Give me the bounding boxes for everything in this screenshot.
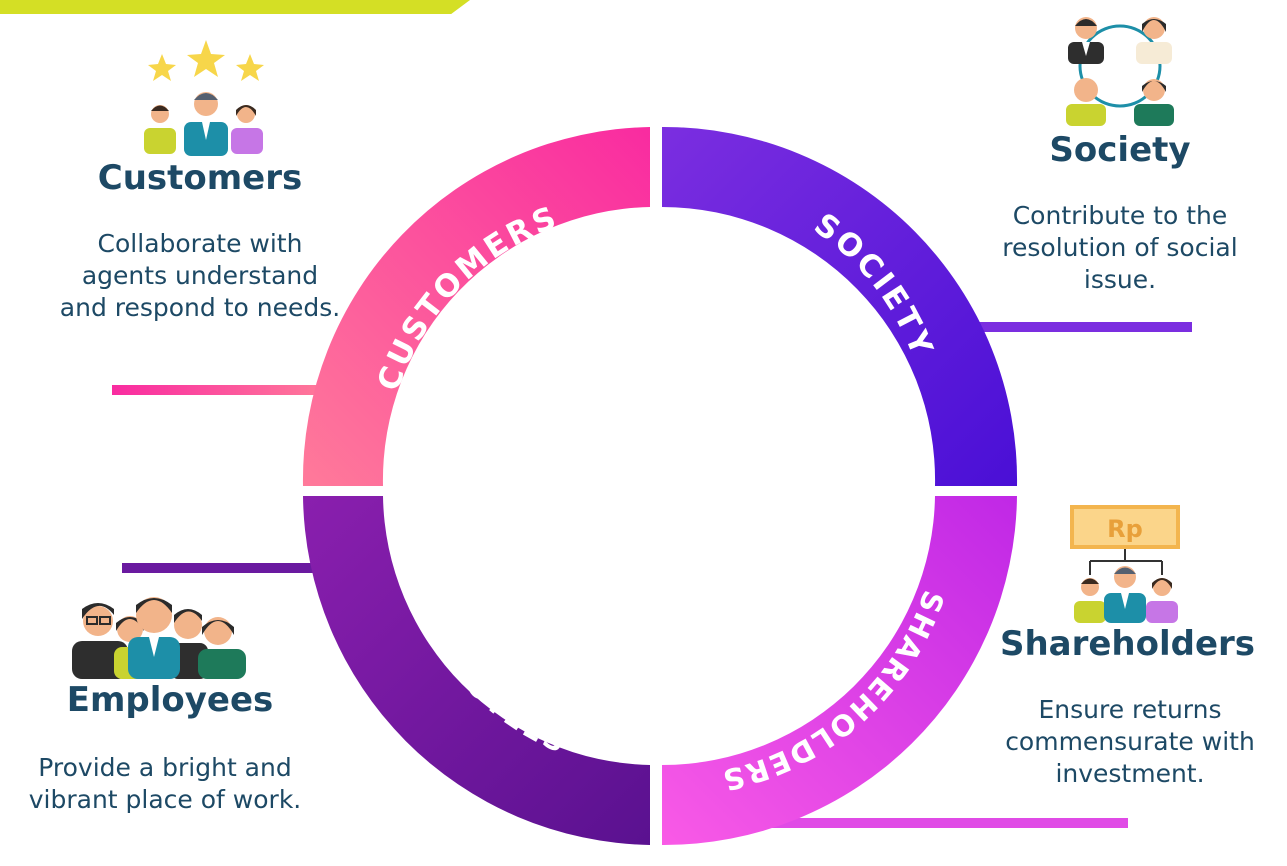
stars-people-icon: [144, 40, 264, 156]
employees-connector-line: [122, 563, 317, 573]
customers-connector-line: [112, 385, 327, 395]
employees-segment: [303, 496, 650, 845]
society-segment: [662, 126, 1018, 486]
rp-label: Rp: [1107, 515, 1143, 543]
customers-segment: [302, 127, 650, 486]
employees-group-icon: [72, 597, 246, 679]
shareholders-connector-line: [760, 818, 1128, 828]
employees-title: Employees: [66, 680, 274, 720]
shareholders-segment: [662, 496, 1017, 846]
employees-description: Provide a bright and vibrant place of wo…: [28, 753, 302, 814]
society-connector-line: [930, 322, 1192, 332]
accent-bar: [0, 0, 470, 14]
customers-title: Customers: [97, 158, 303, 198]
customers-description: Collaborate with agents understand and r…: [59, 229, 341, 322]
shareholders-description: Ensure returns commensurate with investm…: [1005, 695, 1255, 788]
society-network-icon: [1066, 17, 1174, 126]
shareholders-title: Shareholders: [999, 624, 1256, 664]
money-hierarchy-icon: Rp: [1070, 505, 1180, 623]
society-description: Contribute to the resolution of social i…: [1002, 201, 1238, 294]
society-title: Society: [1049, 130, 1191, 170]
